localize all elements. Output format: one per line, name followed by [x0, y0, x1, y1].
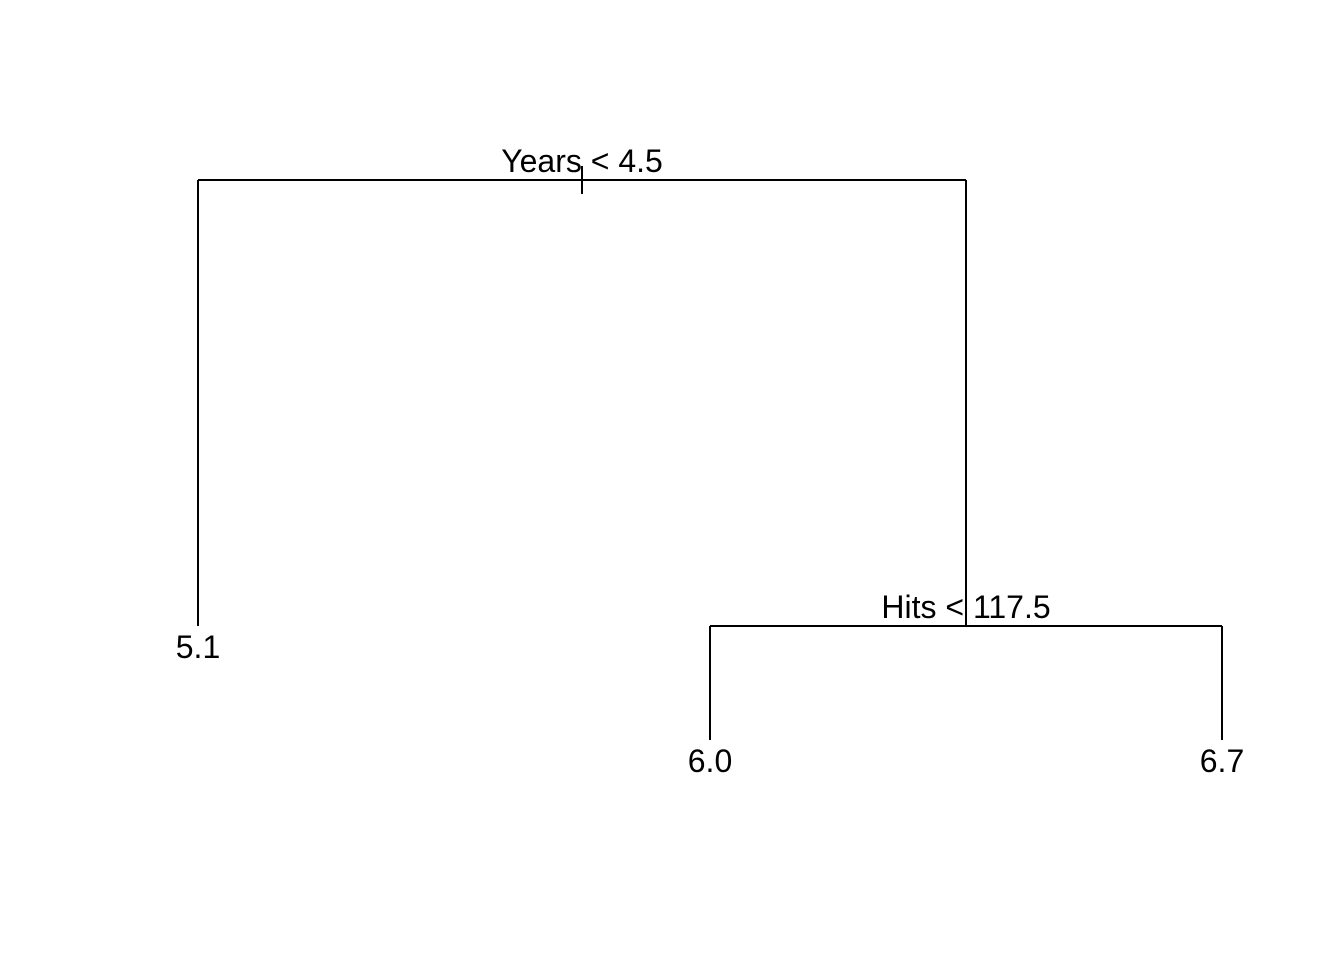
right-left-leaf-label: 6.0 [688, 743, 732, 779]
right-right-leaf-label: 6.7 [1200, 743, 1244, 779]
root-split-label: Years < 4.5 [501, 143, 663, 179]
left-leaf-label: 5.1 [176, 629, 220, 665]
right-left-leaf-node: 6.0 [688, 626, 732, 779]
left-leaf-node: 5.1 [176, 180, 220, 665]
root-split: Years < 4.5 [198, 143, 966, 194]
right-split: Hits < 117.5 [710, 180, 1222, 627]
right-right-leaf-node: 6.7 [1200, 626, 1244, 779]
right-split-label: Hits < 117.5 [881, 589, 1050, 625]
